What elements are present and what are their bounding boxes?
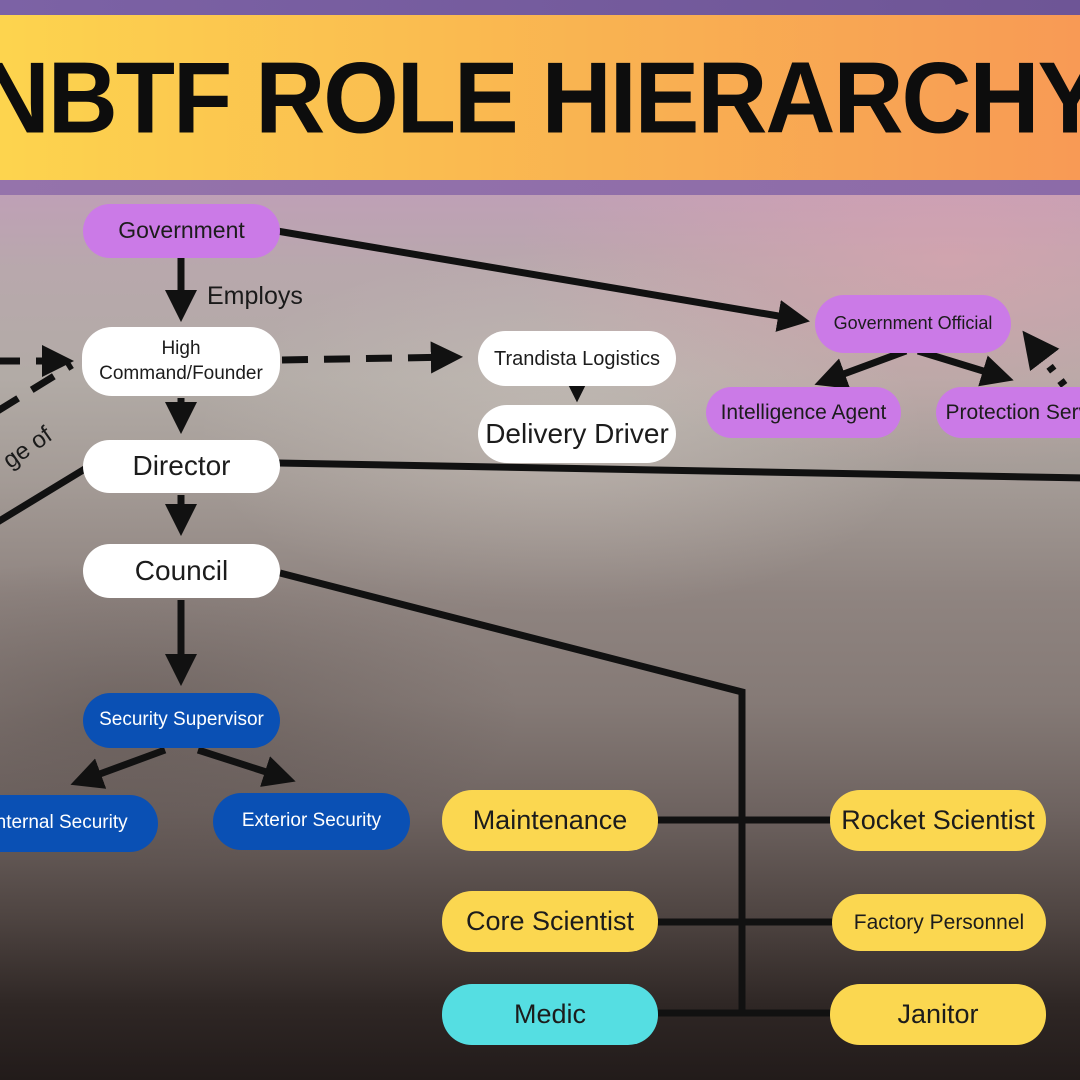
- node-high-command-founder: High Command/Founder: [82, 327, 280, 396]
- node-intelligence-agent: Intelligence Agent: [706, 387, 901, 438]
- edge-securitysupervisor-exteriorsecurity: [196, 746, 296, 787]
- header-bottom-strip: [0, 180, 1080, 195]
- node-janitor: Janitor: [830, 984, 1046, 1045]
- node-rocket-scientist: Rocket Scientist: [830, 790, 1046, 851]
- edge-dashed-diagonal-offscreen-highcommand: [0, 362, 74, 414]
- node-maintenance: Maintenance: [442, 790, 658, 851]
- edge-director-offscreen-right: [277, 459, 1080, 482]
- title-banner: NBTF ROLE HIERARCHY: [0, 15, 1080, 180]
- node-protection-services: Protection Services: [936, 387, 1080, 438]
- node-trandista-logistics: Trandista Logistics: [478, 331, 676, 386]
- edge-council-staff-trunk: [279, 569, 746, 1013]
- node-director: Director: [83, 440, 280, 493]
- node-security-supervisor: Security Supervisor: [83, 693, 280, 748]
- node-government-official: Government Official: [815, 295, 1011, 353]
- edge-director-offscreen-left: [0, 464, 90, 525]
- node-internal-security: Internal Security: [0, 795, 158, 852]
- edge-securitysupervisor-internalsecurity: [70, 746, 167, 789]
- node-core-scientist: Core Scientist: [442, 891, 658, 952]
- edge-governmentofficial-intelligenceagent: [814, 347, 908, 389]
- edge-highcommand-trandista: [281, 341, 464, 374]
- node-council: Council: [83, 544, 280, 598]
- edge-government-governmentofficial: [276, 227, 810, 332]
- node-government: Government: [83, 204, 280, 258]
- node-exterior-security: Exterior Security: [213, 793, 410, 850]
- edge-governmentofficial-protectionservices: [916, 347, 1014, 387]
- edge-label-employs: Employs: [207, 282, 303, 310]
- node-delivery-driver: Delivery Driver: [478, 405, 676, 463]
- header-top-strip: [0, 0, 1080, 15]
- page-title: NBTF ROLE HIERARCHY: [0, 40, 1080, 154]
- node-factory-personnel: Factory Personnel: [832, 894, 1046, 951]
- node-medic: Medic: [442, 984, 658, 1045]
